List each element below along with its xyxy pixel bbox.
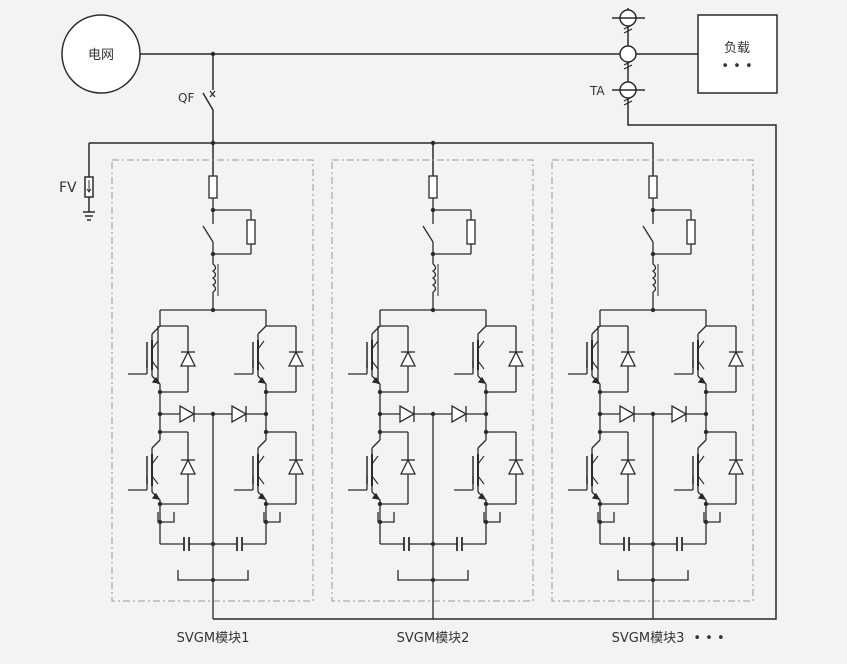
main-circuit xyxy=(61,8,778,620)
svgm-modules xyxy=(111,159,754,619)
module-1-boundary xyxy=(111,159,314,602)
labels: 电网 负载 • • • QF FV TA SVGM模块1 SVGM模块2 SVG… xyxy=(59,41,753,646)
module-3-label: SVGM模块3 xyxy=(612,631,685,646)
load-box xyxy=(697,14,778,94)
module-2-boundary xyxy=(331,159,534,602)
current-transformer-ta xyxy=(213,8,777,620)
breaker-label: QF xyxy=(178,91,194,105)
module-1-label: SVGM模块1 xyxy=(177,631,250,646)
arrester-label: FV xyxy=(59,180,77,196)
breaker-qf xyxy=(202,54,216,143)
module-2-label: SVGM模块2 xyxy=(397,631,470,646)
svgm-module-2 xyxy=(331,159,534,619)
svgm-module-3 xyxy=(551,159,754,619)
surge-arrester-fv xyxy=(83,143,95,221)
load-label: 负载 xyxy=(724,41,750,56)
grid-label: 电网 xyxy=(88,48,114,63)
module-3-boundary xyxy=(551,159,754,602)
svgm-module-1 xyxy=(111,159,314,619)
ct-label: TA xyxy=(589,84,605,98)
more-modules-dots: • • • xyxy=(693,631,724,646)
load-more-dots: • • • xyxy=(721,59,752,74)
